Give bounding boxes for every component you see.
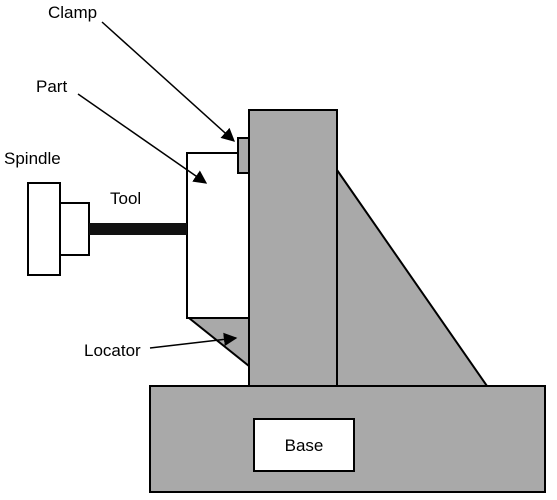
part-block [186, 152, 250, 319]
clamp-label: Clamp [48, 3, 97, 22]
spindle-body [27, 182, 61, 276]
gusset [336, 166, 489, 387]
clamp-block [237, 137, 250, 174]
base-label-box [253, 418, 355, 472]
clamp-leader [101, 21, 236, 142]
locator-leader [149, 332, 238, 349]
base-label: Base [285, 436, 324, 455]
part-leader [77, 93, 208, 184]
fixture-upright [248, 109, 338, 387]
spindle-label: Spindle [4, 149, 61, 168]
tool-bar [89, 223, 187, 235]
locator-label: Locator [84, 341, 141, 360]
spindle-collet [59, 202, 90, 256]
tool-label: Tool [110, 189, 141, 208]
part-label: Part [36, 77, 67, 96]
